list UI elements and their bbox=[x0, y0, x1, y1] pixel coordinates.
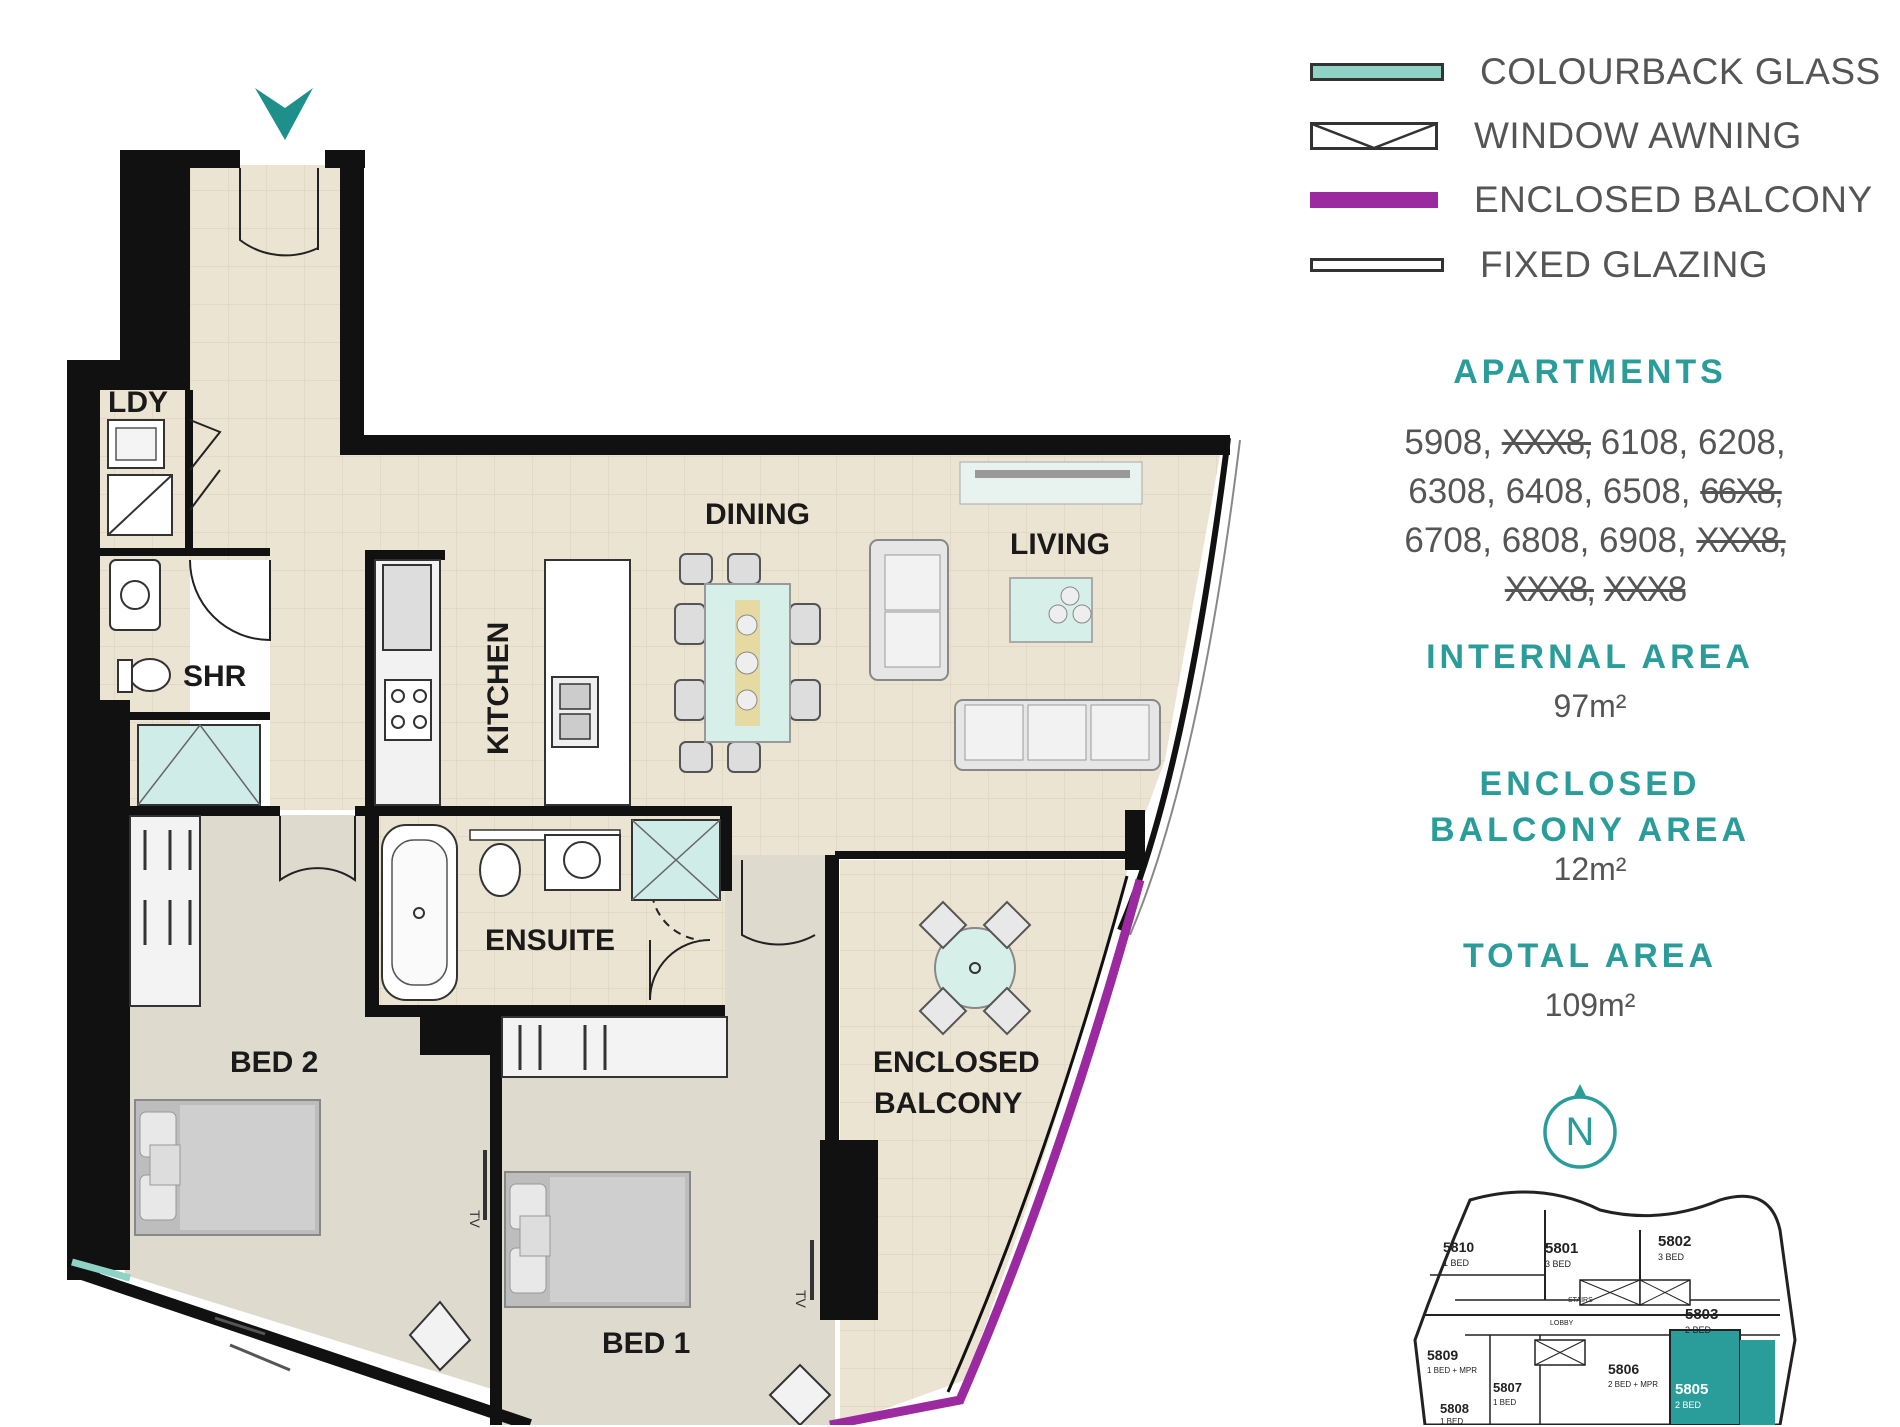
keyplan-lobby: LOBBY bbox=[1550, 1320, 1574, 1327]
robe-bed2 bbox=[129, 815, 201, 1007]
apartments-heading: APARTMENTS bbox=[1453, 353, 1727, 391]
colourback-glass-swatch bbox=[1310, 63, 1444, 81]
fixed-glazing-swatch bbox=[1310, 258, 1444, 272]
legend-label: FIXED GLAZING bbox=[1480, 244, 1769, 285]
shower-fixtures bbox=[109, 559, 261, 806]
label-balcony-2: BALCONY bbox=[874, 1087, 1022, 1120]
legend-window-awning: WINDOW AWNING bbox=[1310, 114, 1802, 158]
walls bbox=[67, 150, 1230, 1425]
enclosed-balcony-swatch bbox=[1310, 192, 1438, 208]
balcony-area-heading-1: ENCLOSED bbox=[1479, 765, 1701, 803]
key-plan bbox=[1413, 1190, 1797, 1425]
apartments-line-2: 6308, 6408, 6508, 66X8, bbox=[1408, 472, 1783, 511]
keyplan-stairs: STAIRS bbox=[1568, 1297, 1593, 1304]
bed2-furniture bbox=[134, 1099, 487, 1372]
enclosed-balcony-glazing bbox=[829, 878, 1145, 1425]
label-bed1: BED 1 bbox=[602, 1327, 690, 1360]
kitchen-fixtures bbox=[374, 559, 631, 806]
laundry-fixtures bbox=[107, 419, 173, 536]
ensuite-fixtures bbox=[381, 819, 721, 1001]
side-panel: COLOURBACK GLASS WINDOW AWNING ENCLOSED … bbox=[1300, 0, 1900, 1426]
apartments-list: 5908, XXX8, 6108, 6208, 6308, 6408, 6508… bbox=[1360, 418, 1830, 614]
living-furniture bbox=[869, 461, 1161, 771]
compass-icon: N bbox=[1540, 1080, 1620, 1170]
legend-colourback-glass: COLOURBACK GLASS bbox=[1310, 50, 1881, 94]
label-tv-bed2: TV bbox=[467, 1210, 483, 1229]
legend-label: ENCLOSED BALCONY bbox=[1474, 179, 1873, 220]
room-labels: LDY SHR DINING LIVING KITCHEN ENSUITE BE… bbox=[108, 386, 1110, 1360]
floor-plan: LDY SHR DINING LIVING KITCHEN ENSUITE BE… bbox=[67, 88, 1241, 1425]
label-dining: DINING bbox=[705, 498, 810, 531]
robe-bed1 bbox=[501, 1016, 728, 1078]
legend-label: WINDOW AWNING bbox=[1474, 115, 1802, 156]
label-shr: SHR bbox=[183, 660, 247, 693]
legend-label: COLOURBACK GLASS bbox=[1480, 51, 1881, 92]
total-area-heading: TOTAL AREA bbox=[1462, 937, 1718, 975]
bed1-furniture bbox=[504, 1171, 832, 1425]
balcony-area-heading-2: BALCONY AREA bbox=[1429, 811, 1751, 849]
legend-fixed-glazing: FIXED GLAZING bbox=[1310, 243, 1768, 287]
label-balcony-1: ENCLOSED bbox=[873, 1046, 1040, 1079]
balcony-area-value: 12m² bbox=[1553, 851, 1627, 887]
label-living: LIVING bbox=[1010, 528, 1110, 561]
label-bed2: BED 2 bbox=[230, 1046, 318, 1079]
balcony-table bbox=[918, 900, 1032, 1036]
window-awning-swatch bbox=[1310, 122, 1438, 150]
dining-table bbox=[674, 553, 821, 773]
apartments-line-3: 6708, 6808, 6908, XXX8, bbox=[1404, 521, 1787, 560]
label-ldy: LDY bbox=[108, 386, 168, 419]
entry-arrow-icon bbox=[255, 88, 313, 140]
label-ensuite: ENSUITE bbox=[485, 924, 615, 957]
total-area-value: 109m² bbox=[1544, 987, 1636, 1023]
legend-enclosed-balcony: ENCLOSED BALCONY bbox=[1310, 178, 1873, 222]
internal-area-value: 97m² bbox=[1553, 688, 1627, 724]
label-kitchen: KITCHEN bbox=[482, 622, 515, 755]
apartments-line-4: XXX8, XXX8 bbox=[1504, 570, 1687, 609]
apartments-line-1: 5908, XXX8, 6108, 6208, bbox=[1404, 423, 1786, 462]
doors bbox=[189, 168, 816, 1001]
compass-label: N bbox=[1565, 1110, 1595, 1154]
label-tv-bed1: TV bbox=[793, 1290, 809, 1309]
internal-area-heading: INTERNAL AREA bbox=[1426, 638, 1754, 676]
